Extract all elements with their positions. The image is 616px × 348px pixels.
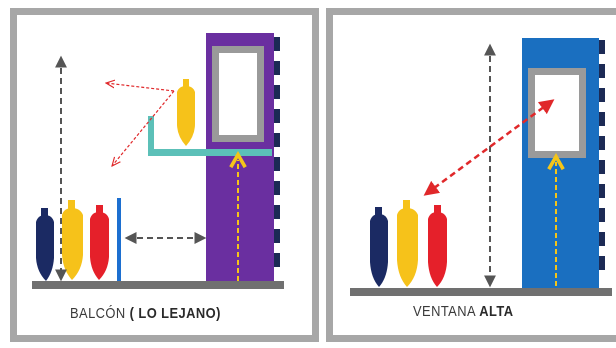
window-caption-emphasis: ALTA <box>479 303 513 320</box>
balcony-caption-prefix: BALCÓN <box>70 305 126 322</box>
window-cylinder-navy <box>370 207 388 287</box>
balcony-building-studs <box>274 37 280 267</box>
window-building-studs <box>599 40 605 270</box>
ground-cylinder-yellow <box>62 200 83 280</box>
balcony-railing <box>148 116 154 156</box>
balcony-ledge <box>150 149 272 156</box>
window-caption-prefix: VENTANA <box>413 303 475 320</box>
high-window-glass <box>535 75 579 151</box>
trajectory-arrow <box>106 83 174 91</box>
window-scene <box>350 38 612 296</box>
balcony-caption: BALCÓN ( LO LEJANO) <box>70 305 221 322</box>
balcony-ground <box>32 281 284 289</box>
ground-cylinder-navy <box>36 208 54 281</box>
balcony-cylinder-yellow <box>177 79 195 146</box>
window-cylinder-yellow <box>397 200 418 287</box>
balcony-caption-emphasis: ( LO LEJANO) <box>130 305 221 322</box>
balcony-window-glass <box>219 53 257 135</box>
window-caption: VENTANA ALTA <box>413 303 513 320</box>
balcony-scene <box>32 33 284 289</box>
window-ground <box>350 288 612 296</box>
ground-cylinder-red <box>90 205 109 280</box>
blue-post <box>117 198 121 281</box>
window-cylinder-red <box>428 205 447 287</box>
